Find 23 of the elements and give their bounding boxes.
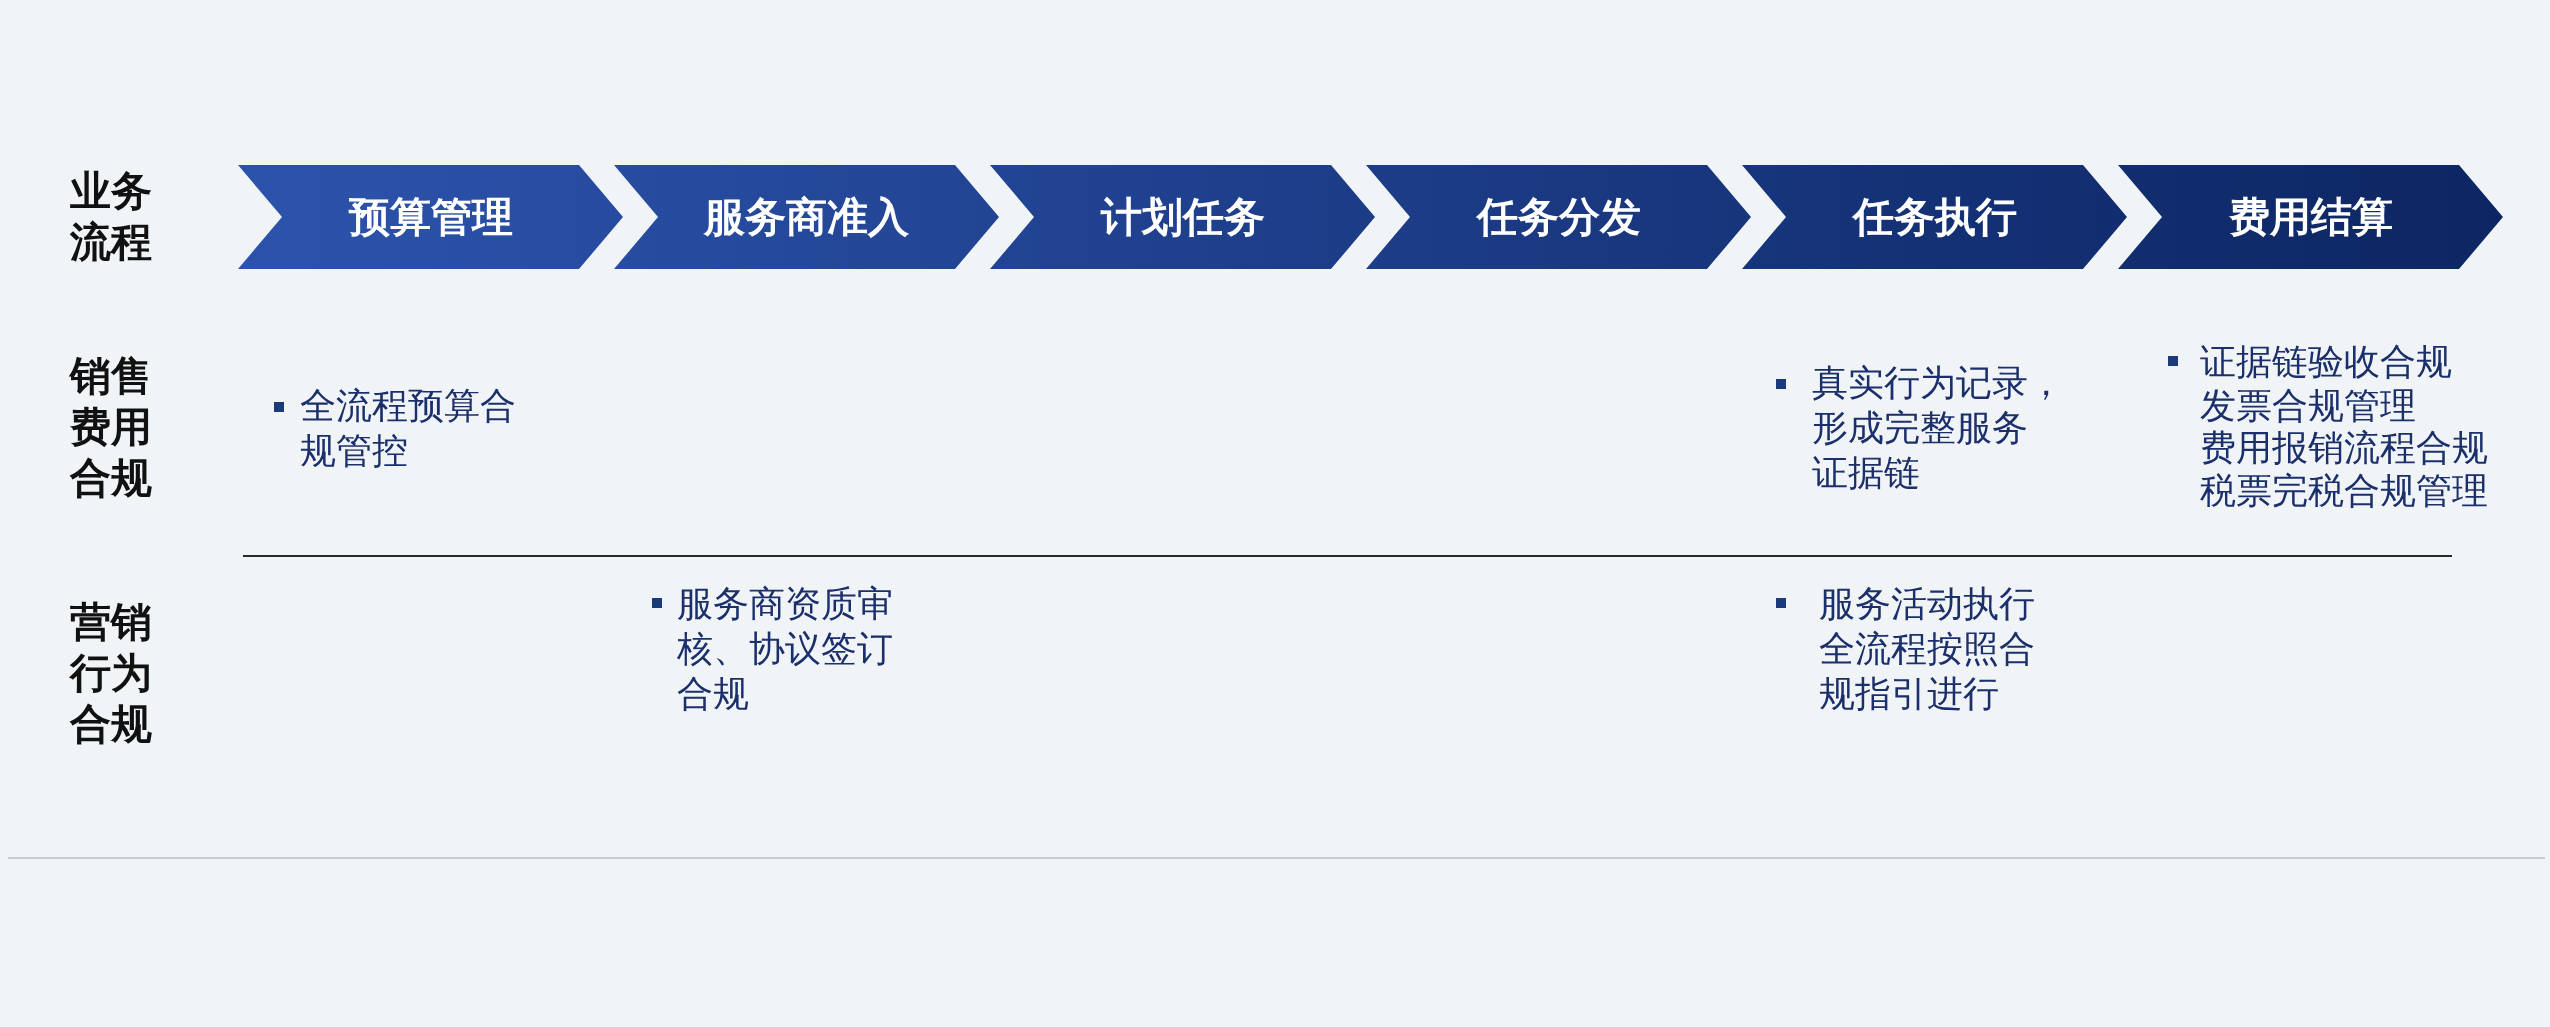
step-label: 费用结算 (2228, 193, 2393, 242)
chevron-step (990, 165, 1375, 269)
chevron-step (1366, 165, 1751, 269)
step-label: 任务分发 (1476, 193, 1641, 242)
row-heading: 业务流程 (70, 167, 153, 267)
bullet-text: 真实行为记录，形成完整服务证据链 (1812, 361, 2065, 495)
step-label: 计划任务 (1100, 193, 1265, 242)
row-heading: 营销行为合规 (70, 598, 153, 749)
bullet-text: 发票合规管理 (2200, 384, 2416, 428)
chevron-step (1742, 165, 2127, 269)
bullet-text: 服务活动执行全流程按照合规指引进行 (1819, 582, 2036, 716)
bullet-text: 服务商资质审核、协议签订合规 (677, 582, 894, 716)
chevron-step (238, 165, 623, 269)
step-label: 任务执行 (1852, 193, 2017, 242)
chevron-step (614, 165, 999, 269)
bullet-text: 税票完税合规管理 (2200, 469, 2488, 513)
chevron-step (2118, 165, 2503, 269)
bullet-text: 全流程预算合规管控 (300, 384, 517, 473)
bullet-text: 证据链验收合规 (2200, 340, 2452, 384)
row-heading: 销售费用合规 (70, 352, 153, 503)
step-label: 服务商准入 (704, 193, 909, 242)
bullet-text: 费用报销流程合规 (2200, 426, 2488, 470)
step-label: 预算管理 (348, 193, 513, 242)
